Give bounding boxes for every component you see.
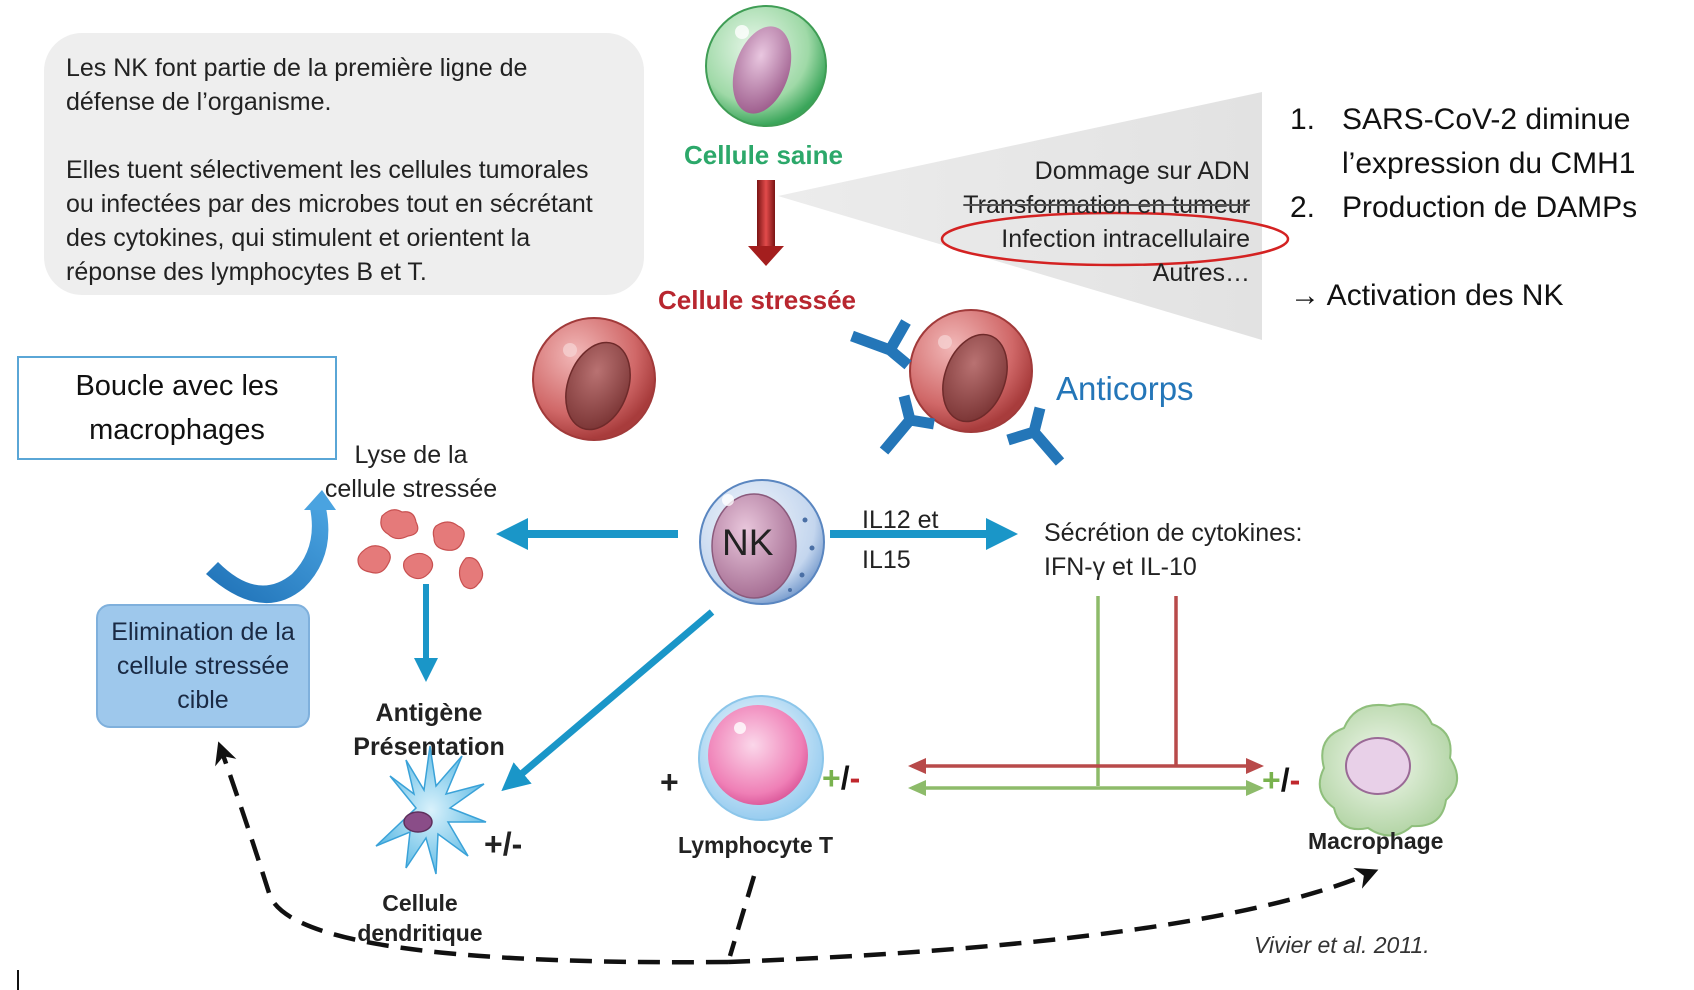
lysis-label: Lyse de la cellule stressée: [316, 438, 506, 506]
effect-text-1-line1: SARS-CoV-2 diminue: [1342, 103, 1631, 136]
lymphocyte-plus: +: [660, 764, 679, 800]
antibody-coated-cell: [909, 309, 1033, 433]
antibody-icon-top: [850, 319, 912, 370]
activation-conclusion: → Activation des NK: [1290, 279, 1564, 312]
intro-paragraph-2: Elles tuent sélectivement les cellules t…: [66, 156, 593, 286]
intro-paragraph-1: Les NK font partie de la première ligne …: [66, 54, 528, 116]
il-label-line1: IL12 et: [862, 506, 939, 534]
damage-cause-dna: Dommage sur ADN: [1034, 157, 1250, 185]
dendritic-cell-label: Cellule dendritique: [340, 888, 500, 948]
cytokine-secretion-line2: IFN-γ et IL-10: [1044, 553, 1197, 581]
healthy-cell-label: Cellule saine: [684, 140, 843, 170]
nk-cell: [699, 479, 825, 605]
sars-cov-2-effects: 1. SARS-CoV-2 diminue l’expression du CM…: [1290, 98, 1690, 318]
healthy-cell: [705, 5, 827, 127]
curved-loop-arrow: [206, 490, 336, 604]
cytokine-lines: [908, 596, 1264, 796]
effect-item-1: 1. SARS-CoV-2 diminue l’expression du CM…: [1290, 98, 1690, 186]
macrophage-sign: +/-: [1262, 762, 1300, 799]
lymphocyte-sign: +/-: [822, 760, 860, 797]
cytokine-secretion-line1: Sécrétion de cytokines:: [1044, 519, 1303, 547]
arrow-nk-to-dendritic: [501, 609, 715, 792]
antibody-icon-bottom-right: [1006, 406, 1065, 466]
effect-item-2: 2. Production de DAMPs: [1290, 186, 1690, 230]
loop-box-line2: macrophages: [89, 414, 265, 446]
elimination-box: Elimination de la cellule stressée cible: [96, 604, 310, 728]
stressed-cell-label: Cellule stressée: [658, 285, 857, 315]
antibody-icons: [850, 319, 1065, 466]
effect-text-1-line2: l’expression du CMH1: [1342, 147, 1636, 180]
citation: Vivier et al. 2011.: [1254, 932, 1430, 958]
stress-down-arrow: [748, 180, 784, 266]
dendritic-cell: [375, 745, 487, 875]
effect-number-1: 1.: [1290, 103, 1316, 136]
loop-box-line1: Boucle avec les: [75, 370, 279, 402]
effect-text-2: Production de DAMPs: [1342, 191, 1638, 224]
dashed-arrows: [215, 741, 1379, 965]
antigen-label-line2: Présentation: [353, 733, 505, 761]
dashed-arrow-to-macrophage: [727, 867, 1379, 965]
il-label-line2: IL15: [862, 546, 911, 574]
lysis-label-line2: cellule stressée: [324, 475, 498, 503]
macrophage-cell: [1318, 703, 1458, 837]
damage-cause-tumor: Transformation en tumeur: [963, 191, 1250, 219]
cytokine-secretion-label: Sécrétion de cytokines: IFN-γ et IL-10: [1044, 516, 1302, 584]
antigen-label-line1: Antigène: [375, 699, 483, 727]
dendritic-label-line1: Cellule: [382, 890, 458, 916]
macrophage-label: Macrophage: [1308, 828, 1444, 854]
effect-number-2: 2.: [1290, 191, 1316, 224]
lymphocyte-sign-plus: +: [822, 760, 841, 796]
nk-label: NK: [722, 522, 774, 563]
antigen-presentation-label: Antigène Présentation: [336, 696, 522, 764]
lymphocyte-sign-slash: /: [840, 760, 850, 796]
il-label: IL12 et IL15: [862, 500, 938, 580]
lymphocyte-sign-minus: -: [849, 760, 861, 796]
macrophage-sign-minus: -: [1289, 762, 1301, 798]
lysed-cell-fragments: [357, 509, 484, 590]
lysis-label-line1: Lyse de la: [354, 441, 468, 469]
dashed-line-from-lymphocyte: [727, 875, 757, 957]
damage-causes-list: Dommage sur ADN Transformation en tumeur…: [860, 154, 1250, 290]
antibody-icon-bottom-left: [879, 394, 935, 455]
lymphocyte-t-cell: [698, 695, 824, 821]
macrophage-loop-box: Boucle avec les macrophages: [17, 356, 337, 460]
dashed-arrow-to-elimination: [215, 741, 729, 965]
infection-highlight: [940, 211, 1290, 267]
blue-arrows: [414, 518, 1018, 792]
stressed-cell-left: [532, 317, 656, 441]
intro-text-box: Les NK font partie de la première ligne …: [44, 33, 644, 295]
lymphocyte-label: Lymphocyte T: [678, 832, 834, 858]
macrophage-sign-plus: +: [1262, 762, 1281, 798]
macrophage-sign-slash: /: [1280, 762, 1290, 798]
damage-cause-other: Autres…: [1152, 259, 1250, 287]
antibody-label: Anticorps: [1056, 370, 1194, 407]
dendritic-label-line2: dendritique: [357, 920, 483, 946]
damage-cause-infection: Infection intracellulaire: [1001, 225, 1250, 253]
dendritic-plus-minus: +/-: [484, 826, 523, 862]
